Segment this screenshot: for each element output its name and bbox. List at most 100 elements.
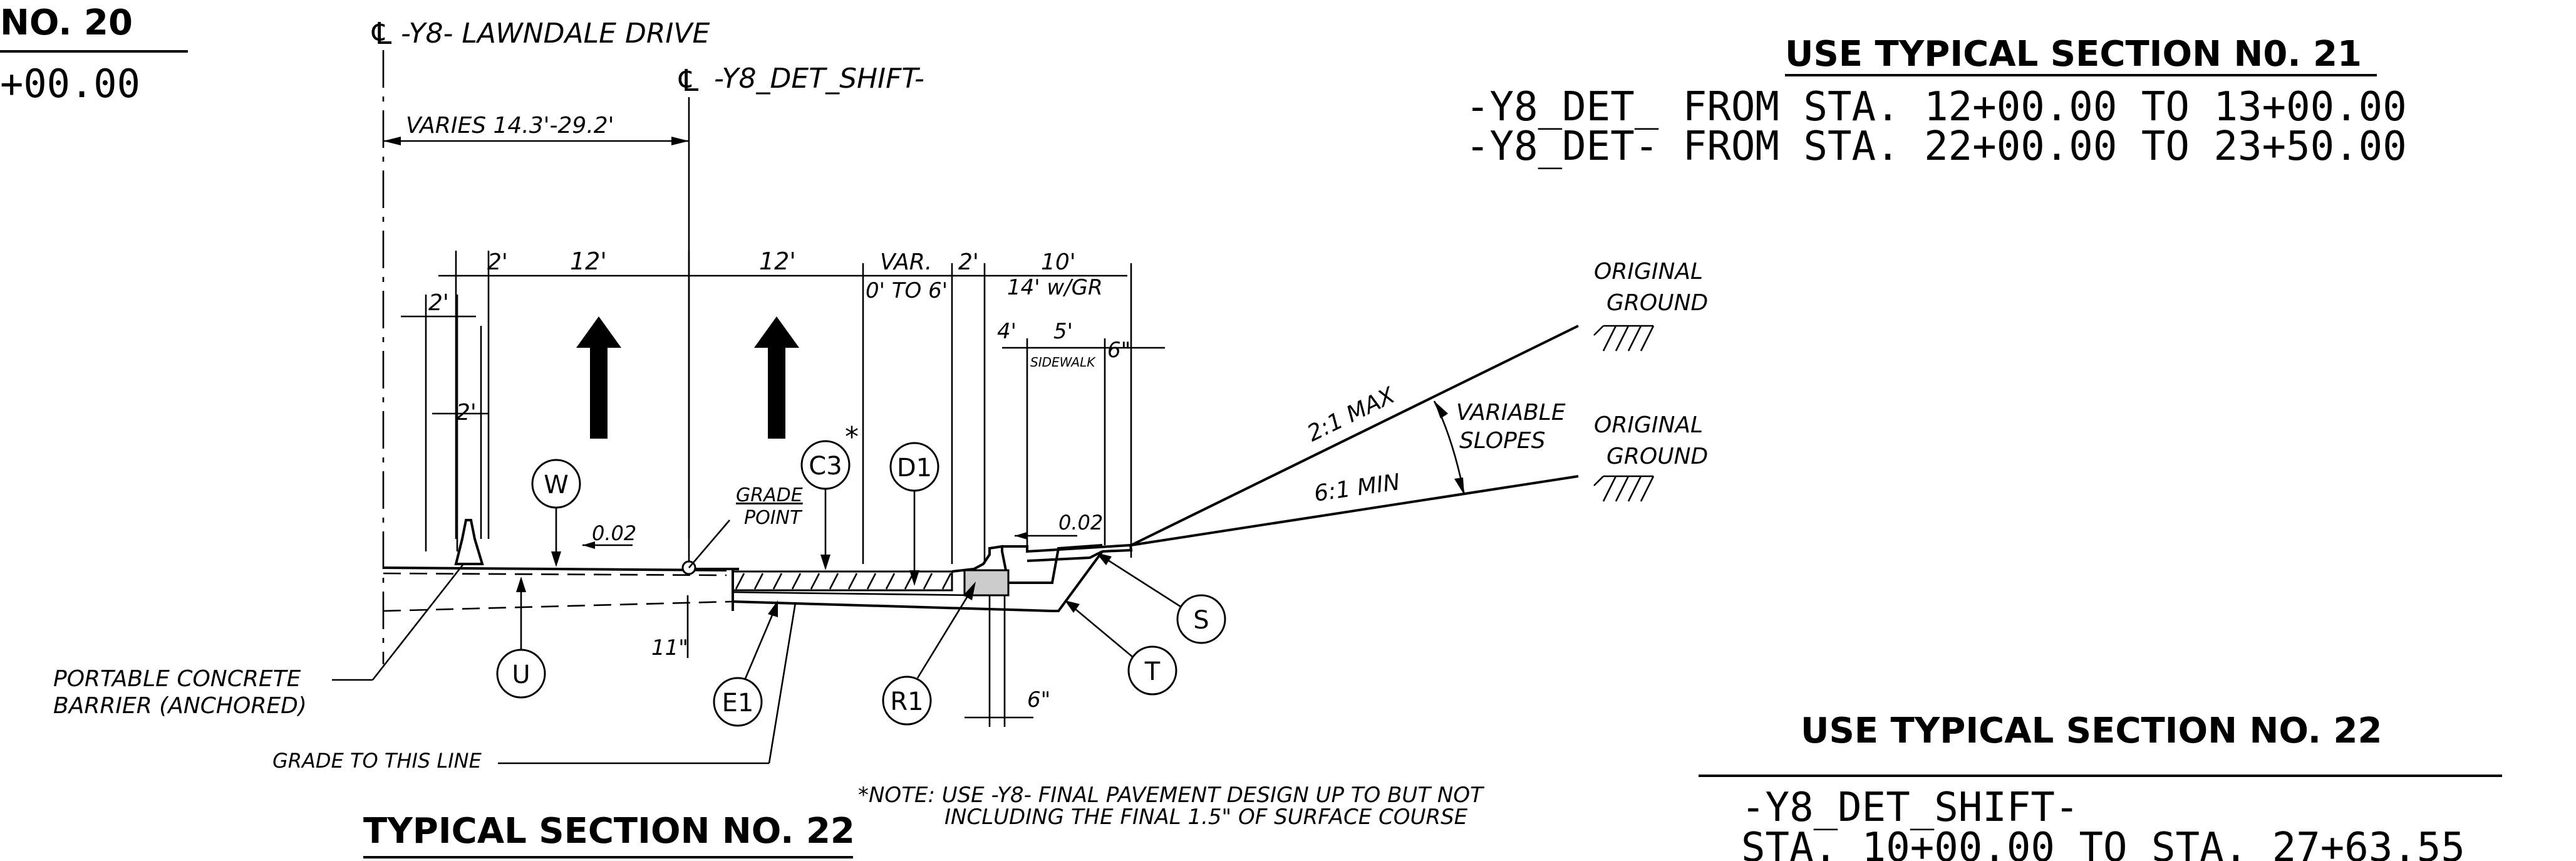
- svg-text:T: T: [1144, 657, 1161, 686]
- section-22-station-range: STA. 10+00.00 TO STA. 27+63.55: [1741, 825, 2465, 861]
- right-top-block: USE TYPICAL SECTION N0. 21 -Y8_DET_ FROM…: [1466, 34, 2407, 170]
- svg-text:D1: D1: [897, 454, 932, 483]
- use-section-22-heading: USE TYPICAL SECTION NO. 22: [1801, 711, 2382, 751]
- original-ground-hatch-2: [1593, 475, 1655, 502]
- arrowhead: [1434, 401, 1448, 419]
- note: *NOTE: USE -Y8- FINAL PAVEMENT DESIGN UP…: [858, 783, 1484, 830]
- slope-min-line: [1130, 475, 1579, 546]
- subgrade-right: [732, 600, 1053, 612]
- original-ground-label-2a: ORIGINAL: [1594, 412, 1703, 438]
- dim-2-top: 2': [487, 249, 508, 275]
- dim-2-left-b: 2': [456, 400, 477, 425]
- sidewalk-label: SIDEWALK: [1030, 355, 1096, 370]
- dim-var-range: 0' TO 6': [866, 278, 948, 303]
- callout-s: S: [1096, 553, 1226, 644]
- svg-text:*: *: [845, 421, 859, 453]
- slope-left-value: 0.02: [592, 521, 636, 545]
- use-section-21-heading: USE TYPICAL SECTION N0. 21: [1785, 34, 2362, 75]
- dim-4: 4': [997, 319, 1016, 344]
- section-22-alignment: -Y8_DET_SHIFT-: [1741, 785, 2079, 831]
- centerline-shift-label: -Y8_DET_SHIFT-: [714, 63, 924, 95]
- existing-grade-left: [383, 572, 727, 577]
- lane-direction-arrow-right: [754, 316, 799, 439]
- original-ground-label-2b: GROUND: [1606, 444, 1708, 469]
- note-line-2: INCLUDING THE FINAL 1.5" OF SURFACE COUR…: [944, 805, 1468, 830]
- pavement-hatch: [735, 573, 952, 590]
- variable-slopes-label-2: SLOPES: [1459, 428, 1545, 454]
- original-ground-label-1b: GROUND: [1606, 290, 1708, 316]
- svg-text:C3: C3: [809, 452, 842, 481]
- dimension-lines: VARIES 14.3'-29.2' 2' 12' 12' VAR. 0' TO…: [383, 113, 1165, 727]
- arrowhead: [582, 541, 595, 549]
- svg-text:U: U: [512, 660, 530, 689]
- dim-11: 11": [651, 635, 688, 660]
- dim-12-right: 12': [759, 248, 796, 275]
- callout-c3: C3 *: [800, 421, 859, 570]
- section-21-range-2: -Y8_DET- FROM STA. 22+00.00 TO 23+50.00: [1466, 123, 2407, 170]
- right-bottom-block: USE TYPICAL SECTION NO. 22 -Y8_DET_SHIFT…: [1699, 711, 2502, 861]
- slope-max-line: [1130, 325, 1579, 546]
- variable-slopes-label-1: VARIABLE: [1456, 400, 1566, 425]
- slope-labels: 0.02 0.02 2:1 MAX 6:1 MIN VARIABLE SLOPE…: [592, 382, 1566, 545]
- portable-concrete-barrier: [454, 519, 484, 565]
- arrowhead: [671, 137, 689, 145]
- varies-dimension-text: VARIES 14.3'-29.2': [406, 113, 614, 138]
- typical-section-title: TYPICAL SECTION NO. 22: [363, 811, 855, 852]
- arrowhead: [383, 137, 401, 145]
- arrowhead: [1454, 477, 1464, 495]
- dim-var: VAR.: [880, 249, 932, 275]
- finished-grade-left: [383, 566, 727, 571]
- dim-10: 10': [1041, 249, 1076, 275]
- sidewalk-slab: [1027, 550, 1104, 612]
- fragment-station: +00.00: [0, 61, 140, 107]
- section-21-range-1: -Y8_DET_ FROM STA. 12+00.00 TO 13+00.00: [1466, 84, 2407, 130]
- centerlines: ℄ -Y8- LAWNDALE DRIVE ℄ -Y8_DET_SHIFT-: [368, 16, 924, 664]
- dim-2-left-a: 2': [428, 290, 449, 316]
- original-ground-label-1a: ORIGINAL: [1594, 259, 1703, 284]
- centerline-symbol-shift: ℄: [675, 63, 702, 98]
- dim-6-bottom: 6": [1027, 687, 1050, 712]
- base-line-right: [732, 591, 978, 597]
- centerline-symbol-main: ℄: [368, 16, 395, 51]
- svg-text:W: W: [544, 471, 569, 499]
- arrowhead: [1015, 532, 1027, 540]
- dim-2-right: 2': [958, 249, 979, 275]
- slope-right-value: 0.02: [1058, 511, 1103, 535]
- section-title: TYPICAL SECTION NO. 22: [363, 811, 855, 858]
- pavement-layers: [732, 570, 953, 592]
- callout-w: W: [531, 459, 581, 567]
- grade-line-leader: [768, 602, 797, 764]
- callout-t: T: [1065, 600, 1177, 696]
- grade-point-label-a: GRADE: [736, 484, 803, 506]
- fragment-heading: NO. 20: [0, 3, 133, 43]
- slope-min-label: 6:1 MIN: [1313, 469, 1402, 507]
- centerline-main-label: -Y8- LAWNDALE DRIVE: [401, 18, 710, 50]
- callout-d1: D1: [889, 442, 939, 586]
- barrier-leader: [371, 563, 465, 681]
- callout-e1: E1: [713, 600, 778, 727]
- sidewalk-top: [1002, 543, 1133, 553]
- grade-line-label: GRADE TO THIS LINE: [272, 749, 482, 773]
- dim-12-left: 12': [570, 248, 607, 275]
- grade-point-leader: [688, 519, 730, 568]
- dim-14-w-gr: 14' w/GR: [1007, 275, 1103, 300]
- barrier-label-b: BARRIER (ANCHORED): [53, 693, 307, 719]
- dim-5: 5': [1053, 319, 1073, 344]
- original-ground-hatch-1: [1593, 325, 1655, 352]
- annotation-labels: ORIGINAL GROUND ORIGINAL GROUND GRADE PO…: [53, 259, 1708, 773]
- callout-r1: R1: [882, 582, 976, 726]
- barrier-label-a: PORTABLE CONCRETE: [53, 666, 301, 692]
- subgrade-line-left: [383, 600, 733, 612]
- pavement-section: [383, 325, 1655, 612]
- left-fragment: NO. 20 +00.00: [0, 3, 188, 107]
- svg-text:E1: E1: [722, 689, 754, 718]
- callout-u: U: [496, 577, 546, 699]
- lane-arrows: [576, 316, 799, 439]
- callouts: W C3 * D1 U E1: [496, 421, 1226, 727]
- dim-6-top: 6": [1107, 338, 1130, 363]
- note-line-1: *NOTE: USE -Y8- FINAL PAVEMENT DESIGN UP…: [858, 783, 1484, 808]
- svg-text:S: S: [1193, 606, 1209, 635]
- grade-point-label-b: POINT: [744, 507, 803, 529]
- svg-text:R1: R1: [890, 687, 923, 716]
